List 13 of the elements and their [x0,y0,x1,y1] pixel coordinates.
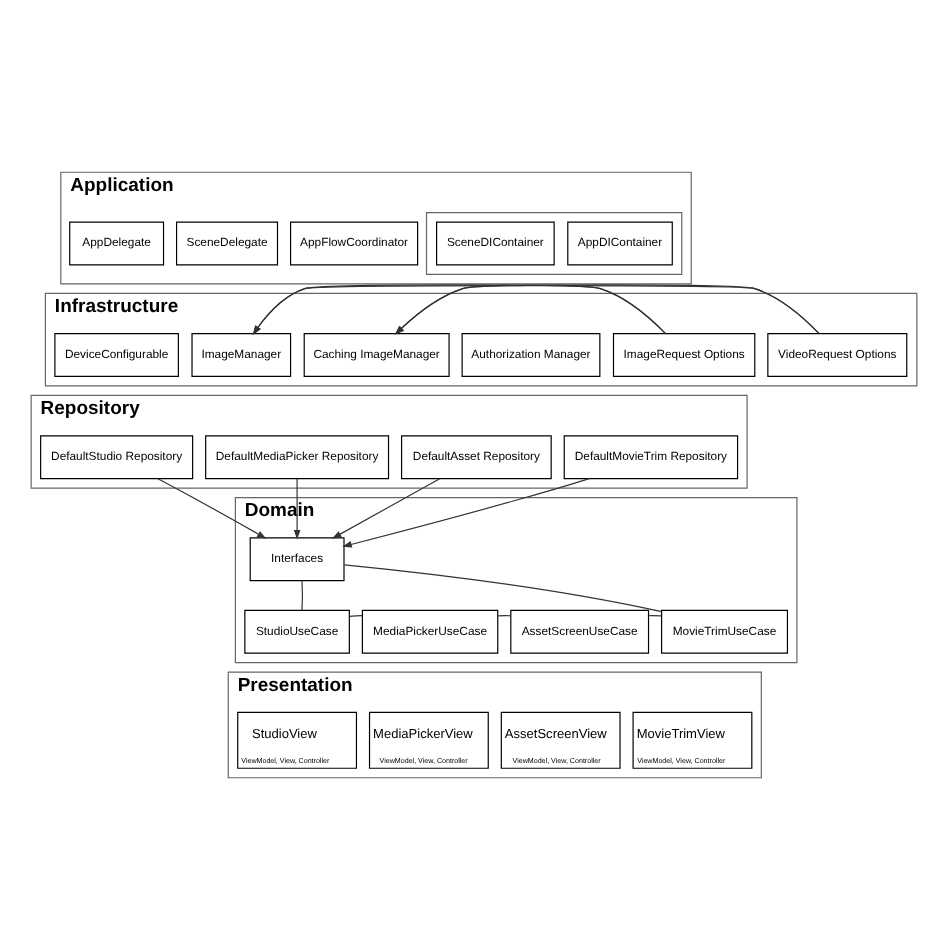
arrow [157,478,267,539]
cluster [425,212,683,275]
connector [648,615,662,617]
arrow [342,478,590,548]
arrow [394,284,820,335]
connector [301,580,304,611]
arrow [394,284,666,335]
connector [343,564,663,613]
connector [348,615,363,617]
arrow [252,285,820,335]
arrow [293,478,301,540]
arrow [331,478,441,539]
arrow [252,284,666,335]
